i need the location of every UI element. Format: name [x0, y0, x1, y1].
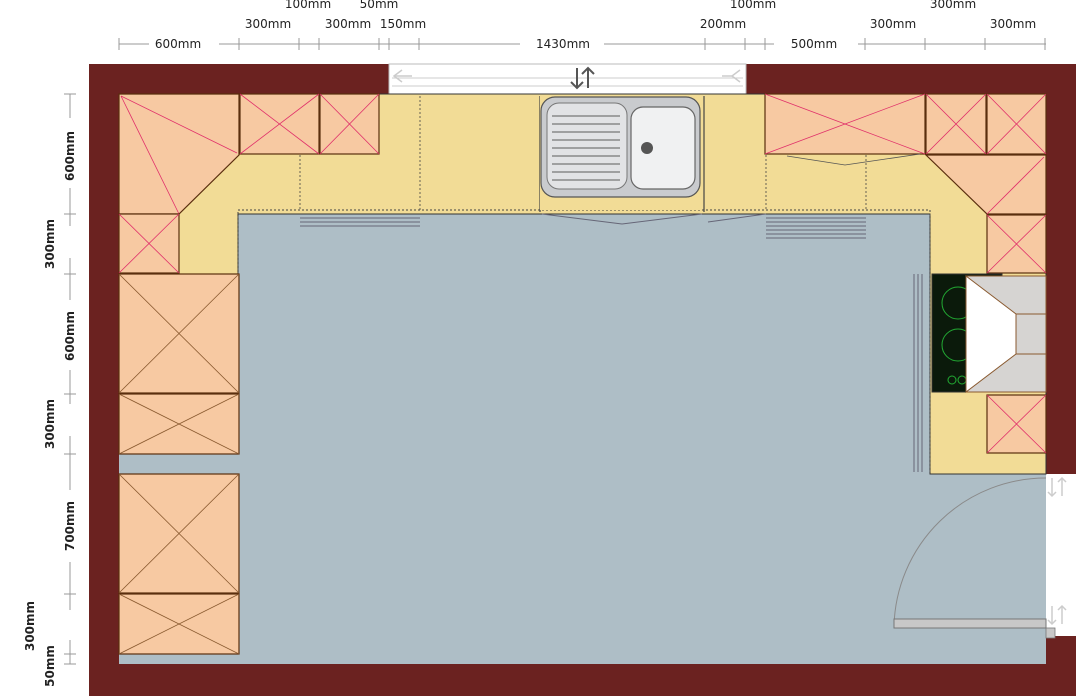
dim-label: 300mm — [43, 399, 57, 449]
sink-icon — [540, 96, 702, 210]
door-opening[interactable] — [1046, 474, 1076, 636]
dim-label: 50mm — [360, 0, 399, 11]
arrows-up-down-icon — [570, 66, 595, 90]
dim-label: 200mm — [700, 17, 746, 31]
corner-wall-cabinet-top-left — [118, 93, 240, 215]
arrow-left-icon — [392, 69, 741, 83]
door-leaf[interactable] — [893, 618, 1047, 629]
dim-label: 300mm — [870, 17, 916, 31]
dim-label: 600mm — [155, 37, 201, 51]
dim-label: 300mm — [325, 17, 371, 31]
corner-wall-cabinet-top-right — [924, 154, 1047, 215]
dim-label: 150mm — [380, 17, 426, 31]
dim-label: 1430mm — [536, 37, 590, 51]
window-top[interactable] — [388, 63, 747, 95]
arrows-up-down-icon — [1047, 476, 1067, 626]
dim-label: 300mm — [245, 17, 291, 31]
extractor-hood-icon — [965, 274, 1047, 394]
top-dimension-lines — [118, 38, 1046, 50]
left-dimension-lines — [64, 93, 76, 665]
dim-label: 600mm — [63, 131, 77, 181]
dim-label: 300mm — [43, 219, 57, 269]
dim-label: 700mm — [63, 501, 77, 551]
left-dimension-labels: 600mm 300mm 600mm 300mm 700mm 300mm 50mm — [23, 131, 77, 687]
dim-label: 300mm — [23, 601, 37, 651]
top-dimension-labels: 100mm 50mm 100mm 300mm 300mm 300mm 150mm… — [155, 0, 1036, 51]
door-swing-icon — [893, 477, 1047, 627]
dim-label: 300mm — [990, 17, 1036, 31]
dim-label: 600mm — [63, 311, 77, 361]
dim-label: 100mm — [285, 0, 331, 11]
dim-label: 500mm — [791, 37, 837, 51]
dim-label: 300mm — [930, 0, 976, 11]
dim-label: 50mm — [43, 645, 57, 687]
dim-label: 100mm — [730, 0, 776, 11]
